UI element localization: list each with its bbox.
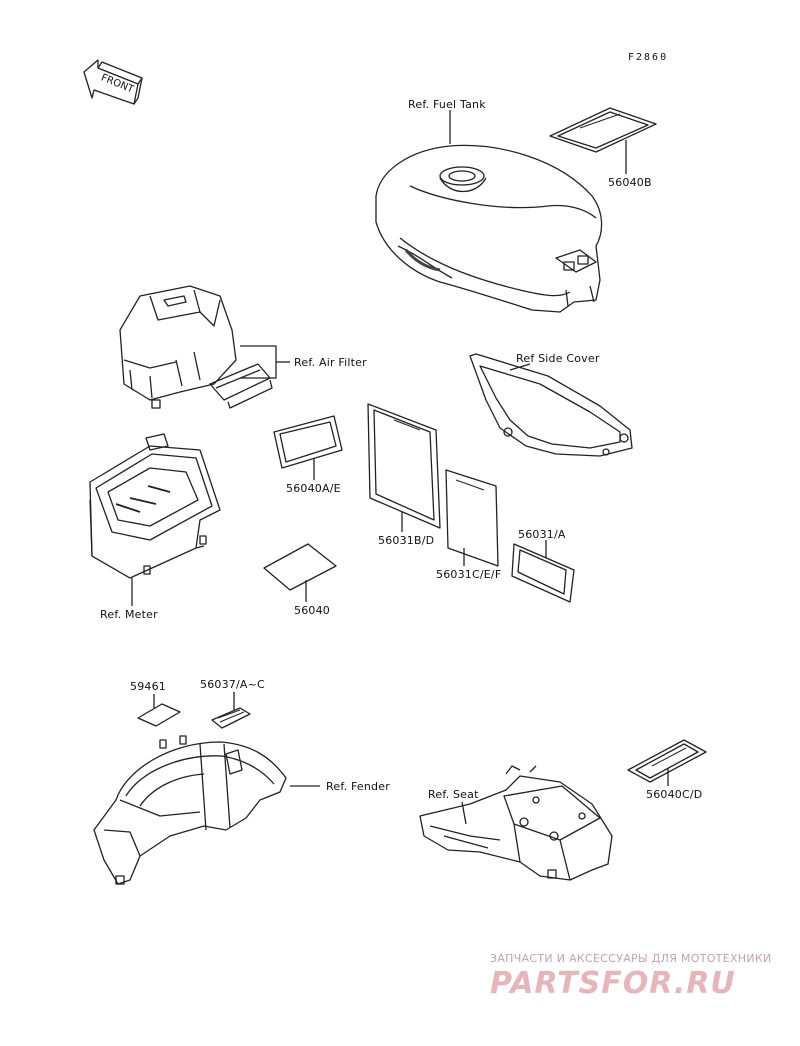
label-56031bd xyxy=(367,403,441,529)
part-number-56031bd: 56031B/D xyxy=(378,534,435,547)
front-arrow-icon: FRONT xyxy=(83,59,143,105)
label-ref-meter: Ref. Meter xyxy=(100,608,158,621)
watermark-logo: PARTSFOR.RU xyxy=(490,966,736,1001)
label-ref-fender: Ref. Fender xyxy=(326,780,390,793)
part-number-56040: 56040 xyxy=(294,604,330,617)
fender-illustration xyxy=(93,735,287,885)
part-number-56031cef: 56031C/E/F xyxy=(436,568,502,581)
label-56040ae xyxy=(273,415,343,469)
label-56037 xyxy=(211,707,251,729)
part-number-59461: 59461 xyxy=(130,680,166,693)
fuel-tank-illustration xyxy=(375,144,603,313)
air-filter-illustration xyxy=(119,285,273,409)
label-ref-seat: Ref. Seat xyxy=(428,788,479,801)
label-ref-air-filter: Ref. Air Filter xyxy=(294,356,367,369)
part-number-56031a: 56031/A xyxy=(518,528,566,541)
label-ref-fuel-tank: Ref. Fuel Tank xyxy=(408,98,486,111)
figure-code: F2860 xyxy=(628,52,669,63)
label-59461 xyxy=(137,703,181,727)
part-number-56040cd: 56040C/D xyxy=(646,788,703,801)
label-56031a xyxy=(511,543,575,603)
label-56040cd xyxy=(627,739,707,783)
side-cover-illustration xyxy=(469,353,633,457)
label-ref-side-cover: Ref Side Cover xyxy=(516,352,600,365)
part-number-56040ae: 56040A/E xyxy=(286,482,341,495)
label-56031cef xyxy=(445,469,499,567)
seat-illustration xyxy=(419,765,613,881)
part-number-56037: 56037/A~C xyxy=(200,678,265,691)
watermark-subtitle: ЗАПЧАСТИ И АКСЕССУАРЫ ДЛЯ МОТОТЕХНИКИ xyxy=(490,952,772,965)
caution-label-56040b xyxy=(549,107,657,153)
part-number-56040b: 56040B xyxy=(608,176,652,189)
label-56040 xyxy=(263,543,337,591)
leader-line xyxy=(461,801,467,825)
leader-bracket xyxy=(240,345,277,379)
meter-illustration xyxy=(89,433,221,579)
leader-line xyxy=(509,363,531,371)
